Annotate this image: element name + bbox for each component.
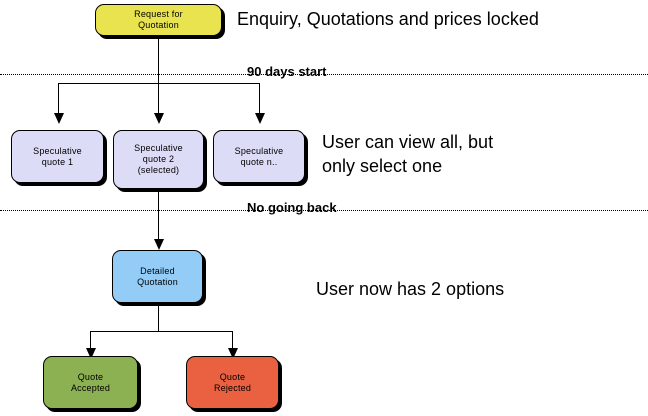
note-enquiry-locked: Enquiry, Quotations and prices locked xyxy=(237,9,539,29)
rejected-node[interactable]: Quote Rejected xyxy=(186,356,279,409)
detailed-node[interactable]: Detailed Quotation xyxy=(112,250,203,303)
spec1-node[interactable]: Speculative quote 1 xyxy=(11,130,104,183)
branch-leg-rejected xyxy=(232,331,233,352)
branch-leg-right xyxy=(259,83,260,113)
spec2-to-detailed-line xyxy=(158,189,159,239)
detailed-branch-bar xyxy=(90,331,232,332)
note-two-options: User now has 2 options xyxy=(316,279,505,299)
accepted-node[interactable]: Quote Accepted xyxy=(43,356,138,409)
arrowhead-to-accepted xyxy=(86,348,96,359)
arrowhead-to-rejected xyxy=(228,348,238,359)
branch-leg-middle xyxy=(158,83,159,113)
specn-node[interactable]: Speculative quote n.. xyxy=(213,130,305,183)
rfq-node[interactable]: Request for Quotation xyxy=(95,4,222,36)
arrowhead-to-specn xyxy=(255,113,265,124)
arrowhead-to-spec1 xyxy=(54,113,64,124)
spec2-node[interactable]: Speculative quote 2 (selected) xyxy=(113,130,204,189)
note-user-can-view: User can view all, but only select one xyxy=(322,132,494,176)
branch-leg-accepted xyxy=(90,331,91,352)
arrowhead-to-spec2 xyxy=(154,113,164,124)
separator-line-no-going-back xyxy=(0,210,648,211)
separator-label-no-going-back: No going back xyxy=(247,200,337,215)
rfq-stem-line xyxy=(158,36,159,83)
detailed-stem-line xyxy=(158,303,159,331)
separator-line-90-days xyxy=(0,74,648,75)
separator-label-90-days: 90 days start xyxy=(247,64,327,79)
branch-leg-left xyxy=(58,83,59,113)
arrowhead-to-detailed xyxy=(154,239,164,250)
